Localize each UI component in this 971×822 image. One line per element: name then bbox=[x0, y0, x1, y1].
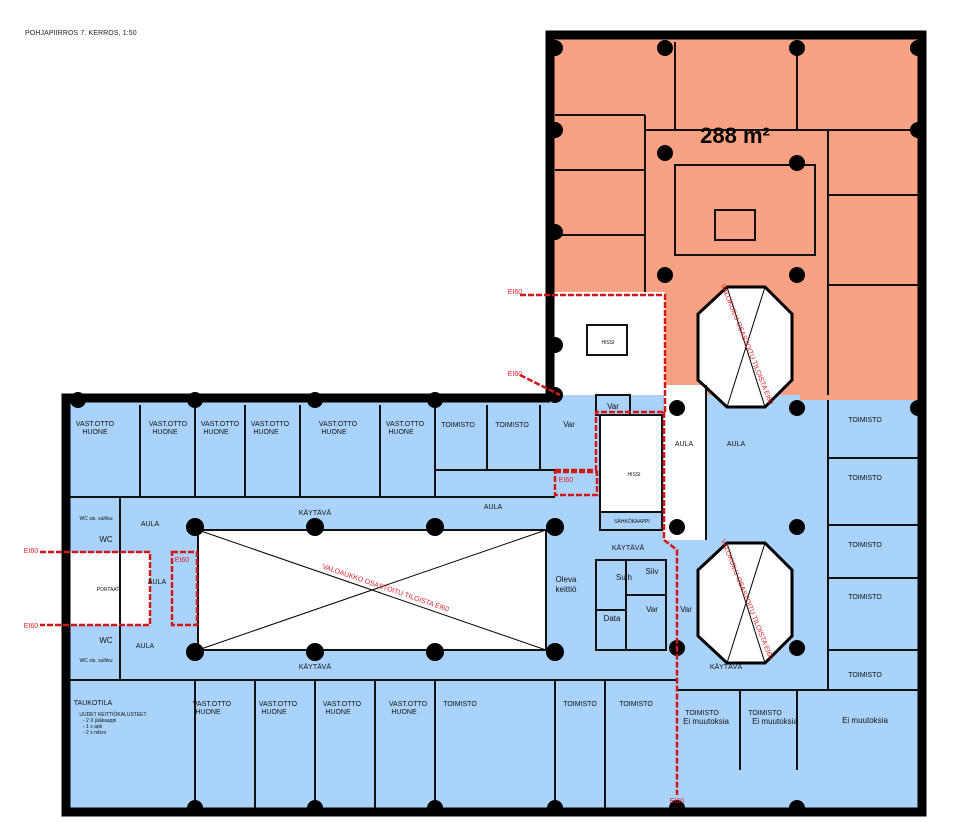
room-label: - 2 x mikro bbox=[83, 730, 107, 736]
area-label: 288 m² bbox=[700, 123, 770, 148]
room-label: HUONE bbox=[388, 429, 414, 436]
room-label: HUONE bbox=[391, 709, 417, 716]
room-label: TOIMISTO bbox=[848, 417, 882, 424]
room-label: TOIMISTO bbox=[619, 701, 653, 708]
room-label: Suih bbox=[616, 573, 632, 582]
room-label: VAST.OTTO bbox=[259, 701, 298, 708]
room-label: - 1 x apk bbox=[83, 724, 103, 730]
room-label: TOIMISTO bbox=[848, 594, 882, 601]
room-label: EI60 bbox=[670, 798, 685, 805]
room-label: TOIMISTO bbox=[848, 542, 882, 549]
room-label: HUONE bbox=[152, 429, 178, 436]
room-label: EI60 bbox=[24, 548, 39, 555]
room-label: KÄYTÄVÄ bbox=[299, 509, 332, 517]
room-label: WC bbox=[99, 535, 113, 544]
room-label: EI60 bbox=[24, 623, 39, 630]
room-label: HUONE bbox=[321, 429, 347, 436]
room-label: Siiv bbox=[646, 567, 659, 576]
room-label: AULA bbox=[136, 643, 155, 650]
room-label: KÄYTÄVÄ bbox=[710, 663, 743, 671]
room-label: Var bbox=[607, 402, 619, 411]
stairwell-north bbox=[556, 296, 663, 394]
room-label: Var bbox=[563, 420, 575, 429]
room-label: KÄYTÄVÄ bbox=[299, 663, 332, 671]
room-label: VAST.OTTO bbox=[251, 421, 290, 428]
room-label: Ei muutoksia bbox=[752, 717, 798, 726]
room-label: Var bbox=[646, 605, 658, 614]
columns bbox=[70, 40, 926, 816]
room-label: - 2 X jääkaappi bbox=[83, 718, 116, 724]
room-label: AULA bbox=[141, 521, 160, 528]
room-label: TOIMISTO bbox=[563, 701, 597, 708]
room-label: VAST.OTTO bbox=[193, 701, 232, 708]
room-label: TOIMISTO bbox=[441, 422, 475, 429]
room-label: AULA bbox=[675, 441, 694, 448]
room-label: HUONE bbox=[325, 709, 351, 716]
room-label: SÄHKÖKAAPPI bbox=[614, 518, 650, 525]
room-label: VAST.OTTO bbox=[76, 421, 115, 428]
room-label: HUONE bbox=[253, 429, 279, 436]
room-label: HISSI bbox=[601, 340, 614, 346]
room-label: WC sis. suihku bbox=[79, 516, 112, 522]
room-label: PORTAAT bbox=[97, 587, 120, 593]
room-label: TOIMISTO bbox=[848, 475, 882, 482]
room-label: TOIMISTO bbox=[748, 710, 782, 717]
room-label: TOIMISTO bbox=[685, 710, 719, 717]
stairwell-west bbox=[70, 553, 150, 625]
room-label: VAST.OTTO bbox=[389, 701, 428, 708]
room-label: Var bbox=[680, 605, 692, 614]
drawing-title: POHJAPIIRROS 7. KERROS, 1:50 bbox=[25, 30, 137, 37]
room-label: VAST.OTTO bbox=[149, 421, 188, 428]
room-label: VAST.OTTO bbox=[386, 421, 425, 428]
room-label: EI60 bbox=[559, 477, 574, 484]
room-label: TOIMISTO bbox=[443, 701, 477, 708]
room-label: WC sis. suihku bbox=[79, 658, 112, 664]
room-label: Data bbox=[604, 614, 621, 623]
room-label: EI60 bbox=[508, 371, 523, 378]
room-label: AULA bbox=[727, 441, 746, 448]
room-label: keittiö bbox=[556, 585, 577, 594]
room-label: VAST.OTTO bbox=[319, 421, 358, 428]
room-label: AULA bbox=[148, 579, 167, 586]
elevator-shaft bbox=[600, 415, 662, 512]
room-label: Oleva bbox=[556, 575, 577, 584]
room-label: VAST.OTTO bbox=[201, 421, 240, 428]
room-label: AULA bbox=[484, 504, 503, 511]
room-label: UUDET KEITTIÖKALUSTEET bbox=[79, 711, 146, 718]
room-label: KÄYTÄVÄ bbox=[612, 544, 645, 552]
room-label: EI60 bbox=[508, 289, 523, 296]
room-label: VAST.OTTO bbox=[323, 701, 362, 708]
room-label: Ei muutoksia bbox=[842, 716, 888, 725]
room-label: HISSI bbox=[627, 472, 640, 478]
room-label: HUONE bbox=[195, 709, 221, 716]
room-label: HUONE bbox=[261, 709, 287, 716]
room-label: TOIMISTO bbox=[848, 672, 882, 679]
room-label: Ei muutoksia bbox=[683, 717, 729, 726]
room-label: EI60 bbox=[175, 557, 190, 564]
room-label: TOIMISTO bbox=[495, 422, 529, 429]
interior-walls bbox=[70, 42, 920, 808]
room-label: HUONE bbox=[82, 429, 108, 436]
room-label: HUONE bbox=[203, 429, 229, 436]
room-label: WC bbox=[99, 636, 113, 645]
room-label: TAUKOTILA bbox=[74, 700, 113, 707]
fire-lines bbox=[40, 293, 679, 795]
